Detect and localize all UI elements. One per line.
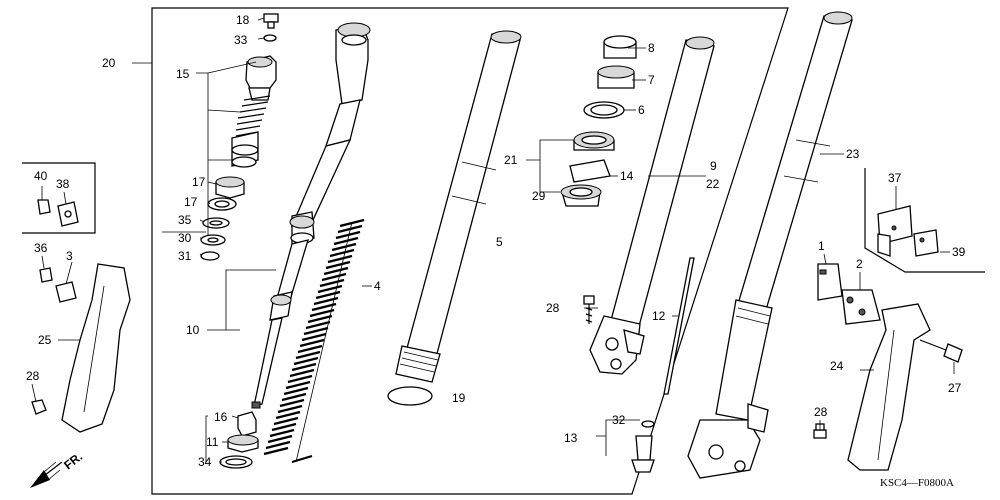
part-7-bushing xyxy=(597,65,635,89)
left-side-box xyxy=(22,162,96,234)
part-1-clamp-right xyxy=(817,263,843,301)
part-28-bolt-left xyxy=(31,399,47,415)
part-6-back-up-ring xyxy=(583,101,625,119)
callout-12: 12 xyxy=(652,309,666,323)
callout-3: 3 xyxy=(66,249,73,263)
part-36-bolt xyxy=(39,267,53,283)
callout-5: 5 xyxy=(496,235,503,249)
part-15-damper-head xyxy=(231,55,277,168)
callout-28-middle: 28 xyxy=(546,301,560,315)
callout-29: 29 xyxy=(532,189,546,203)
part-16-nut xyxy=(237,411,257,437)
callout-17a: 17 xyxy=(192,175,206,189)
part-32-washer xyxy=(641,420,655,428)
front-direction-label: FR. xyxy=(61,449,85,472)
part-37-bracket xyxy=(877,205,913,257)
callout-22: 22 xyxy=(706,177,720,191)
part-29-dust-seal xyxy=(560,184,602,207)
callout-13: 13 xyxy=(564,431,578,445)
callout-4: 4 xyxy=(374,279,381,293)
part-14-stopper-ring xyxy=(569,159,611,183)
callout-19: 19 xyxy=(452,391,466,405)
part-28-bolt-middle xyxy=(583,295,595,324)
callout-40: 40 xyxy=(34,169,48,183)
part-9-22-outer-tube xyxy=(589,36,715,375)
callout-25: 25 xyxy=(38,333,52,347)
part-2-bracket xyxy=(841,289,881,325)
part-8-bushing xyxy=(603,35,637,59)
part-13-air-valve xyxy=(631,435,655,473)
part-27-bolt xyxy=(919,339,963,363)
part-25-fork-guard-left xyxy=(61,263,131,433)
part-30-washer xyxy=(200,234,226,246)
callout-1-right: 1 xyxy=(818,239,825,253)
part-19-oring xyxy=(387,386,433,406)
callout-14: 14 xyxy=(620,169,634,183)
part-31-clip xyxy=(200,251,220,261)
callout-labels: 20 18 33 15 17 17 35 30 31 10 16 11 34 4… xyxy=(26,13,966,489)
part-17-collar-lower xyxy=(207,197,237,211)
part-33-oring xyxy=(263,34,277,42)
callout-6: 6 xyxy=(638,103,645,117)
callout-16: 16 xyxy=(214,410,228,424)
callout-28-right: 28 xyxy=(814,405,828,419)
callout-7: 7 xyxy=(648,73,655,87)
callout-2: 2 xyxy=(856,257,863,271)
part-34-oring xyxy=(219,455,253,469)
part-17-collar-upper xyxy=(215,176,245,199)
callout-8: 8 xyxy=(648,41,655,55)
callout-38: 38 xyxy=(56,177,70,191)
callout-27: 27 xyxy=(948,381,962,395)
part-4-fork-spring xyxy=(263,218,365,464)
callout-39: 39 xyxy=(952,245,966,259)
part-3-clamp-left xyxy=(55,281,77,303)
right-bracket-box xyxy=(864,168,985,273)
callout-21: 21 xyxy=(504,153,518,167)
callout-34: 34 xyxy=(198,455,212,469)
diagram-code: KSC4—F0800A xyxy=(880,477,954,489)
callout-18: 18 xyxy=(236,13,250,27)
part-23-fork-assembly xyxy=(687,11,853,479)
callout-24: 24 xyxy=(830,359,844,373)
callout-15: 15 xyxy=(176,67,190,81)
part-12-rod xyxy=(663,257,695,395)
callout-37: 37 xyxy=(888,171,902,185)
leader-lines xyxy=(31,17,955,463)
callout-11: 11 xyxy=(206,435,219,449)
part-18-bolt xyxy=(263,13,279,29)
callout-33: 33 xyxy=(234,33,248,47)
part-10-damper-rod xyxy=(251,22,371,409)
callout-20: 20 xyxy=(102,56,116,70)
part-38-clamp xyxy=(57,201,79,227)
part-24-fork-guard-right xyxy=(847,303,931,471)
front-direction-arrow: FR. xyxy=(30,449,85,488)
part-39-clip xyxy=(913,229,939,257)
callout-23: 23 xyxy=(846,147,860,161)
callout-32: 32 xyxy=(612,413,626,427)
callout-9: 9 xyxy=(710,159,717,173)
part-40-bolt xyxy=(37,199,51,215)
assembly-frame xyxy=(151,7,789,495)
part-21-oil-seal xyxy=(573,131,615,151)
callout-31: 31 xyxy=(178,249,192,263)
part-11-collar xyxy=(227,434,259,453)
callout-28-left: 28 xyxy=(26,369,40,383)
callout-30: 30 xyxy=(178,231,192,245)
callout-17b: 17 xyxy=(184,195,198,209)
callout-10: 10 xyxy=(186,323,200,337)
callout-36: 36 xyxy=(34,241,48,255)
callout-35: 35 xyxy=(178,213,192,227)
part-5-fork-tube xyxy=(395,30,522,383)
part-35-washer xyxy=(202,217,230,229)
